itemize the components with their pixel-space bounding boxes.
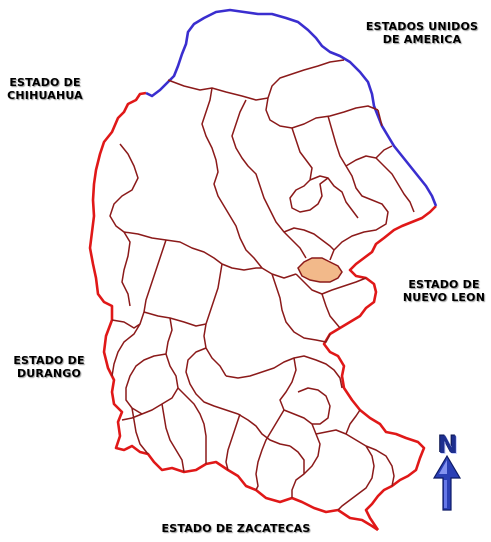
label-zacatecas: ESTADO DE ZACATECAS xyxy=(136,522,336,535)
label-chihuahua-line2: CHIHUAHUA xyxy=(7,89,83,102)
label-usa-line2: DE AMERICA xyxy=(382,33,462,46)
label-chihuahua-line1: ESTADO DE xyxy=(9,76,81,89)
label-durango-line1: ESTADO DE xyxy=(13,354,85,367)
label-durango: ESTADO DE DURANGO xyxy=(6,354,92,380)
international-border xyxy=(145,8,438,207)
highlighted-municipality[interactable] xyxy=(297,257,343,283)
label-chihuahua: ESTADO DE CHIHUAHUA xyxy=(2,76,88,102)
label-durango-line2: DURANGO xyxy=(16,367,82,380)
compass-north-letter: N xyxy=(437,431,459,459)
label-usa-line1: ESTADOS UNIDOS xyxy=(365,20,479,33)
state-border-west-south xyxy=(88,91,379,532)
label-nuevo-leon-line1: ESTADO DE xyxy=(408,278,480,291)
municipal-boundaries xyxy=(109,59,415,511)
compass-arrow xyxy=(432,454,462,511)
label-nuevo-leon: ESTADO DE NUEVO LEON xyxy=(400,278,488,304)
label-nuevo-leon-line2: NUEVO LEON xyxy=(402,291,486,304)
state-border-east xyxy=(322,205,437,531)
label-usa: ESTADOS UNIDOS DE AMERICA xyxy=(362,20,482,46)
label-zacatecas-text: ESTADO DE ZACATECAS xyxy=(161,522,311,535)
